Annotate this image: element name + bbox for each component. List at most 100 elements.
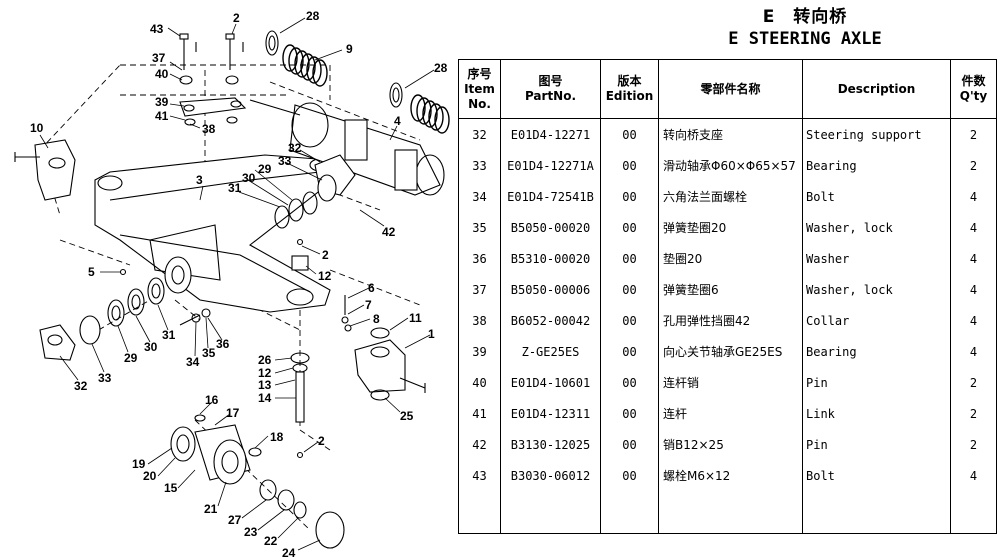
col-header-item-no: 序号 Item No. xyxy=(458,59,501,119)
header-edition-en: Edition xyxy=(605,89,654,103)
o-rings xyxy=(265,30,403,108)
cell-part-no: E01D4-12311 xyxy=(500,398,601,429)
empty-cell xyxy=(600,491,659,534)
callout-20: 20 xyxy=(143,469,157,483)
cell-item-no: 32 xyxy=(458,118,501,150)
exploded-diagram: 43 2 28 9 28 37 40 39 41 38 4 10 3 32 29… xyxy=(14,9,450,560)
col-header-edition: 版本 Edition xyxy=(600,59,659,119)
callout-23: 23 xyxy=(244,525,258,539)
callout-5: 5 xyxy=(88,265,95,279)
callout-7: 7 xyxy=(365,298,372,312)
cell-edition: 00 xyxy=(600,150,659,181)
callout-31-b: 31 xyxy=(162,328,176,342)
callout-29: 29 xyxy=(258,162,272,176)
cell-item-no: 33 xyxy=(458,150,501,181)
callout-28: 28 xyxy=(306,9,320,23)
callout-24: 24 xyxy=(282,546,296,560)
callout-30-b: 30 xyxy=(144,340,158,354)
col-header-qty: 件数 Q'ty xyxy=(950,59,997,119)
callout-37: 37 xyxy=(152,51,166,65)
callout-16: 16 xyxy=(205,393,219,407)
callout-39: 39 xyxy=(155,95,169,109)
cell-name-cn: 螺栓M6×12 xyxy=(658,460,803,491)
cell-name-cn: 连杆 xyxy=(658,398,803,429)
header-qty-en: Q'ty xyxy=(959,89,988,103)
cell-item-no: 39 xyxy=(458,336,501,367)
callout-36: 36 xyxy=(216,337,230,351)
cell-part-no: E01D4-12271 xyxy=(500,118,601,150)
cell-part-no: E01D4-12271A xyxy=(500,150,601,181)
callout-12-b: 12 xyxy=(258,366,272,380)
cell-description: Link xyxy=(802,398,951,429)
callout-32: 32 xyxy=(288,141,302,155)
cell-qty: 2 xyxy=(950,150,997,181)
cell-qty: 2 xyxy=(950,429,997,460)
cell-edition: 00 xyxy=(600,460,659,491)
table-header-row: 序号 Item No. 图号 PartNo. 版本 Edition 零部件名称 … xyxy=(458,59,997,119)
cell-description: Pin xyxy=(802,429,951,460)
cell-name-cn: 向心关节轴承GE25ES xyxy=(658,336,803,367)
header-edition-cn: 版本 xyxy=(617,74,642,88)
cell-name-cn: 销B12×25 xyxy=(658,429,803,460)
col-header-description: Description xyxy=(802,59,951,119)
cell-name-cn: 垫圈20 xyxy=(658,243,803,274)
callout-11: 11 xyxy=(409,311,422,325)
leader-lines xyxy=(39,17,435,551)
callout-26: 26 xyxy=(258,353,272,367)
cell-name-cn: 滑动轴承Φ60×Φ65×57 xyxy=(658,150,803,181)
empty-cell xyxy=(950,491,997,534)
callout-numbers: 43 2 28 9 28 37 40 39 41 38 4 10 3 32 29… xyxy=(30,9,448,560)
callout-19: 19 xyxy=(132,457,146,471)
callout-14: 14 xyxy=(258,391,272,405)
callout-2-c: 2 xyxy=(318,434,325,448)
cell-name-cn: 弹簧垫圈20 xyxy=(658,212,803,243)
callout-2: 2 xyxy=(233,11,240,25)
callout-38: 38 xyxy=(202,122,216,136)
callout-3: 3 xyxy=(196,173,203,187)
cell-edition: 00 xyxy=(600,181,659,212)
cell-edition: 00 xyxy=(600,243,659,274)
callout-34: 34 xyxy=(186,355,200,369)
cell-qty: 2 xyxy=(950,367,997,398)
small-fasteners xyxy=(119,238,352,459)
cell-qty: 2 xyxy=(950,118,997,150)
callout-4: 4 xyxy=(394,114,401,128)
cell-description: Washer, lock xyxy=(802,274,951,305)
steering-cylinder xyxy=(249,99,445,196)
cell-qty: 4 xyxy=(950,336,997,367)
cell-description: Bearing xyxy=(802,336,951,367)
callout-8: 8 xyxy=(373,312,380,326)
cell-qty: 2 xyxy=(950,398,997,429)
cell-item-no: 36 xyxy=(458,243,501,274)
section-title-cn: E 转向桥 xyxy=(762,7,848,27)
callout-42: 42 xyxy=(382,225,396,239)
cell-item-no: 42 xyxy=(458,429,501,460)
callout-18: 18 xyxy=(270,430,284,444)
callout-29-b: 29 xyxy=(124,351,138,365)
callout-33-b: 33 xyxy=(98,371,112,385)
callout-40: 40 xyxy=(155,67,169,81)
cell-edition: 00 xyxy=(600,305,659,336)
cell-edition: 00 xyxy=(600,429,659,460)
cell-item-no: 35 xyxy=(458,212,501,243)
callout-1: 1 xyxy=(428,327,435,341)
hub-assembly xyxy=(170,414,345,549)
empty-cell xyxy=(658,491,803,534)
cell-item-no: 37 xyxy=(458,274,501,305)
cell-edition: 00 xyxy=(600,274,659,305)
upper-support-parts xyxy=(274,154,356,229)
callout-9: 9 xyxy=(346,42,353,56)
cell-part-no: B5050-00006 xyxy=(500,274,601,305)
cell-description: Bolt xyxy=(802,181,951,212)
parts-table: 序号 Item No. 图号 PartNo. 版本 Edition 零部件名称 … xyxy=(458,59,997,534)
cell-item-no: 34 xyxy=(458,181,501,212)
cell-name-cn: 连杆销 xyxy=(658,367,803,398)
cell-description: Washer, lock xyxy=(802,212,951,243)
